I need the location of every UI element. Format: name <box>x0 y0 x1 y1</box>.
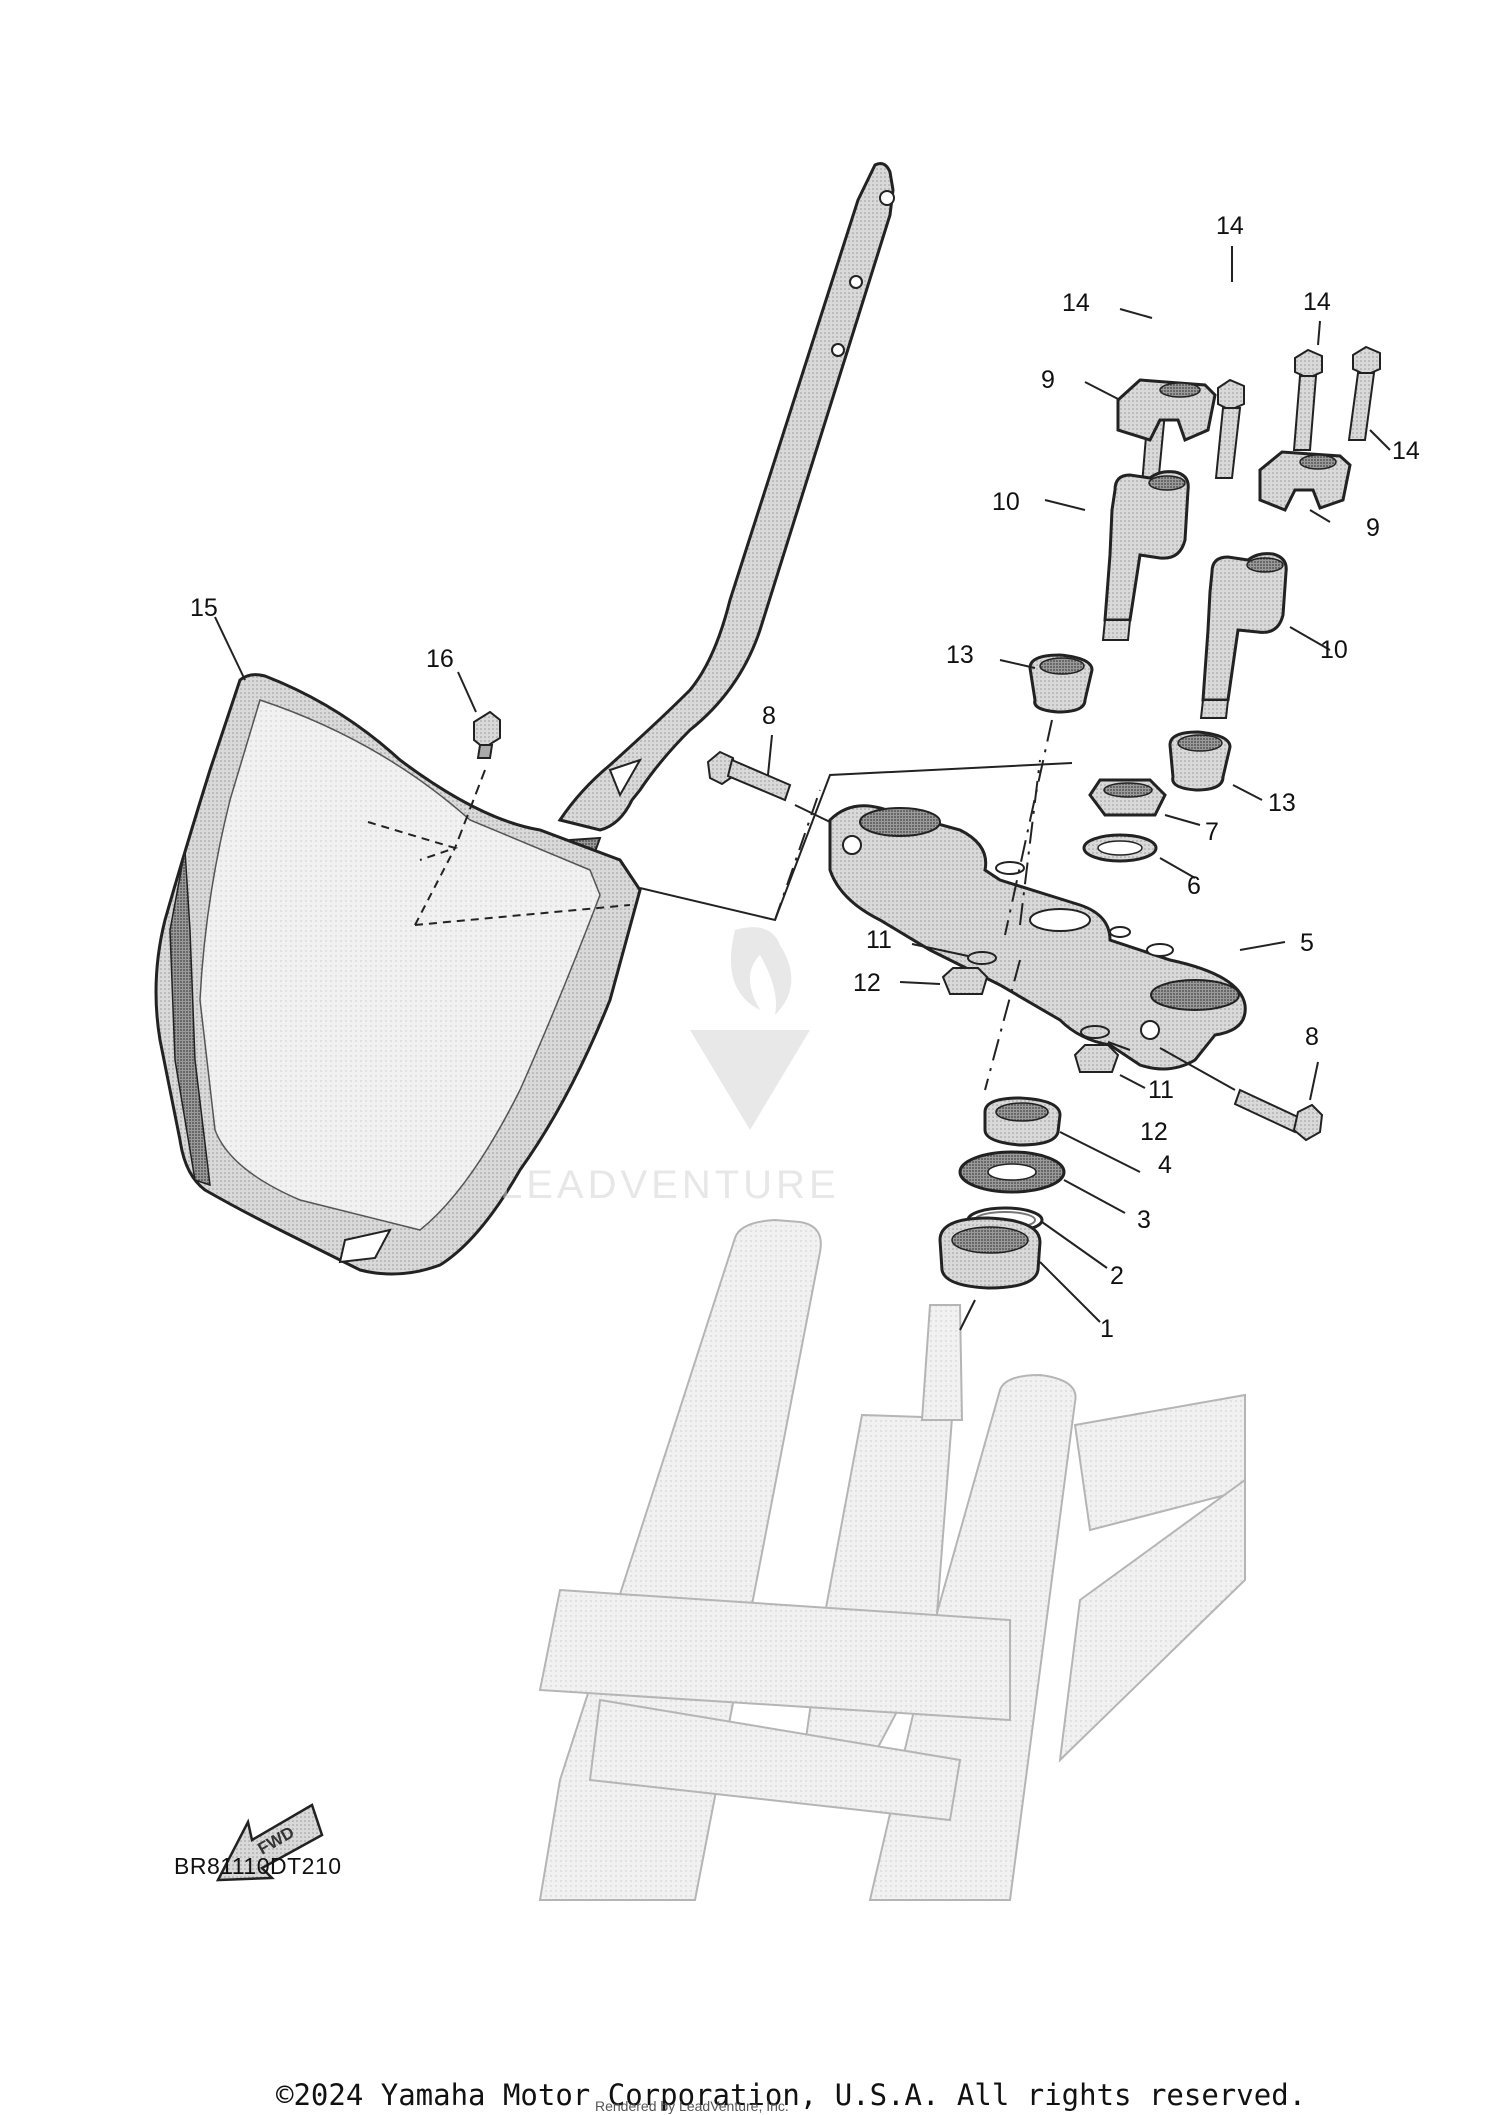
bearing-stack <box>938 959 1066 1331</box>
callout-8-right: 8 <box>1305 1023 1319 1051</box>
callout-4: 4 <box>1158 1151 1172 1179</box>
fork-frame-ghost <box>538 1218 1246 1901</box>
callout-14-d: 14 <box>1392 437 1420 465</box>
callouts: 1 2 3 4 5 6 7 8 8 9 9 10 10 11 11 12 12 … <box>190 212 1420 1343</box>
right-holder-stack <box>1019 345 1381 926</box>
bolt-8-left <box>706 750 831 823</box>
callout-10-left: 10 <box>992 488 1020 516</box>
callout-11-right: 11 <box>1148 1076 1174 1104</box>
copyright-notice: ©2024 Yamaha Motor Corporation, U.S.A. A… <box>276 2078 1307 2112</box>
plate-leader-box <box>639 762 1073 922</box>
rendered-by-credit: Rendered by LeadVenture, Inc. <box>595 2098 789 2114</box>
callout-14-c: 14 <box>1303 288 1331 316</box>
callout-9-right: 9 <box>1366 514 1380 542</box>
callout-3: 3 <box>1137 1206 1151 1234</box>
callout-10-right: 10 <box>1320 636 1348 664</box>
callout-16: 16 <box>426 645 454 673</box>
callout-5: 5 <box>1300 929 1314 957</box>
reference-code: BR81110DT210 <box>174 1853 342 1879</box>
callout-7: 7 <box>1205 818 1219 846</box>
callout-11-left: 11 <box>866 926 892 954</box>
callout-9-left: 9 <box>1041 366 1055 394</box>
callout-14-b: 14 <box>1216 212 1244 240</box>
leader-lines <box>214 246 1391 1323</box>
upper-triple-clamp <box>828 804 1247 1071</box>
left-holder-stack <box>1004 378 1245 936</box>
callout-6: 6 <box>1187 872 1201 900</box>
callout-14-a: 14 <box>1062 289 1090 317</box>
callout-15: 15 <box>190 594 218 622</box>
callout-13-left: 13 <box>946 641 974 669</box>
number-plate <box>154 673 642 1276</box>
stem-nut-washer <box>1082 778 1167 863</box>
callout-1: 1 <box>1100 1315 1114 1343</box>
callout-2: 2 <box>1110 1262 1124 1290</box>
callout-13-right: 13 <box>1268 789 1296 817</box>
callout-12-right: 12 <box>1140 1118 1168 1146</box>
nuts-11-12 <box>941 951 1120 1073</box>
bolt-16 <box>454 710 501 849</box>
watermark-text: LEADVENTURE <box>500 1163 840 1207</box>
callout-8-left: 8 <box>762 702 776 730</box>
watermark: LEADVENTURE <box>500 927 840 1207</box>
callout-12-left: 12 <box>853 969 881 997</box>
bolt-8-right <box>1159 1047 1324 1142</box>
